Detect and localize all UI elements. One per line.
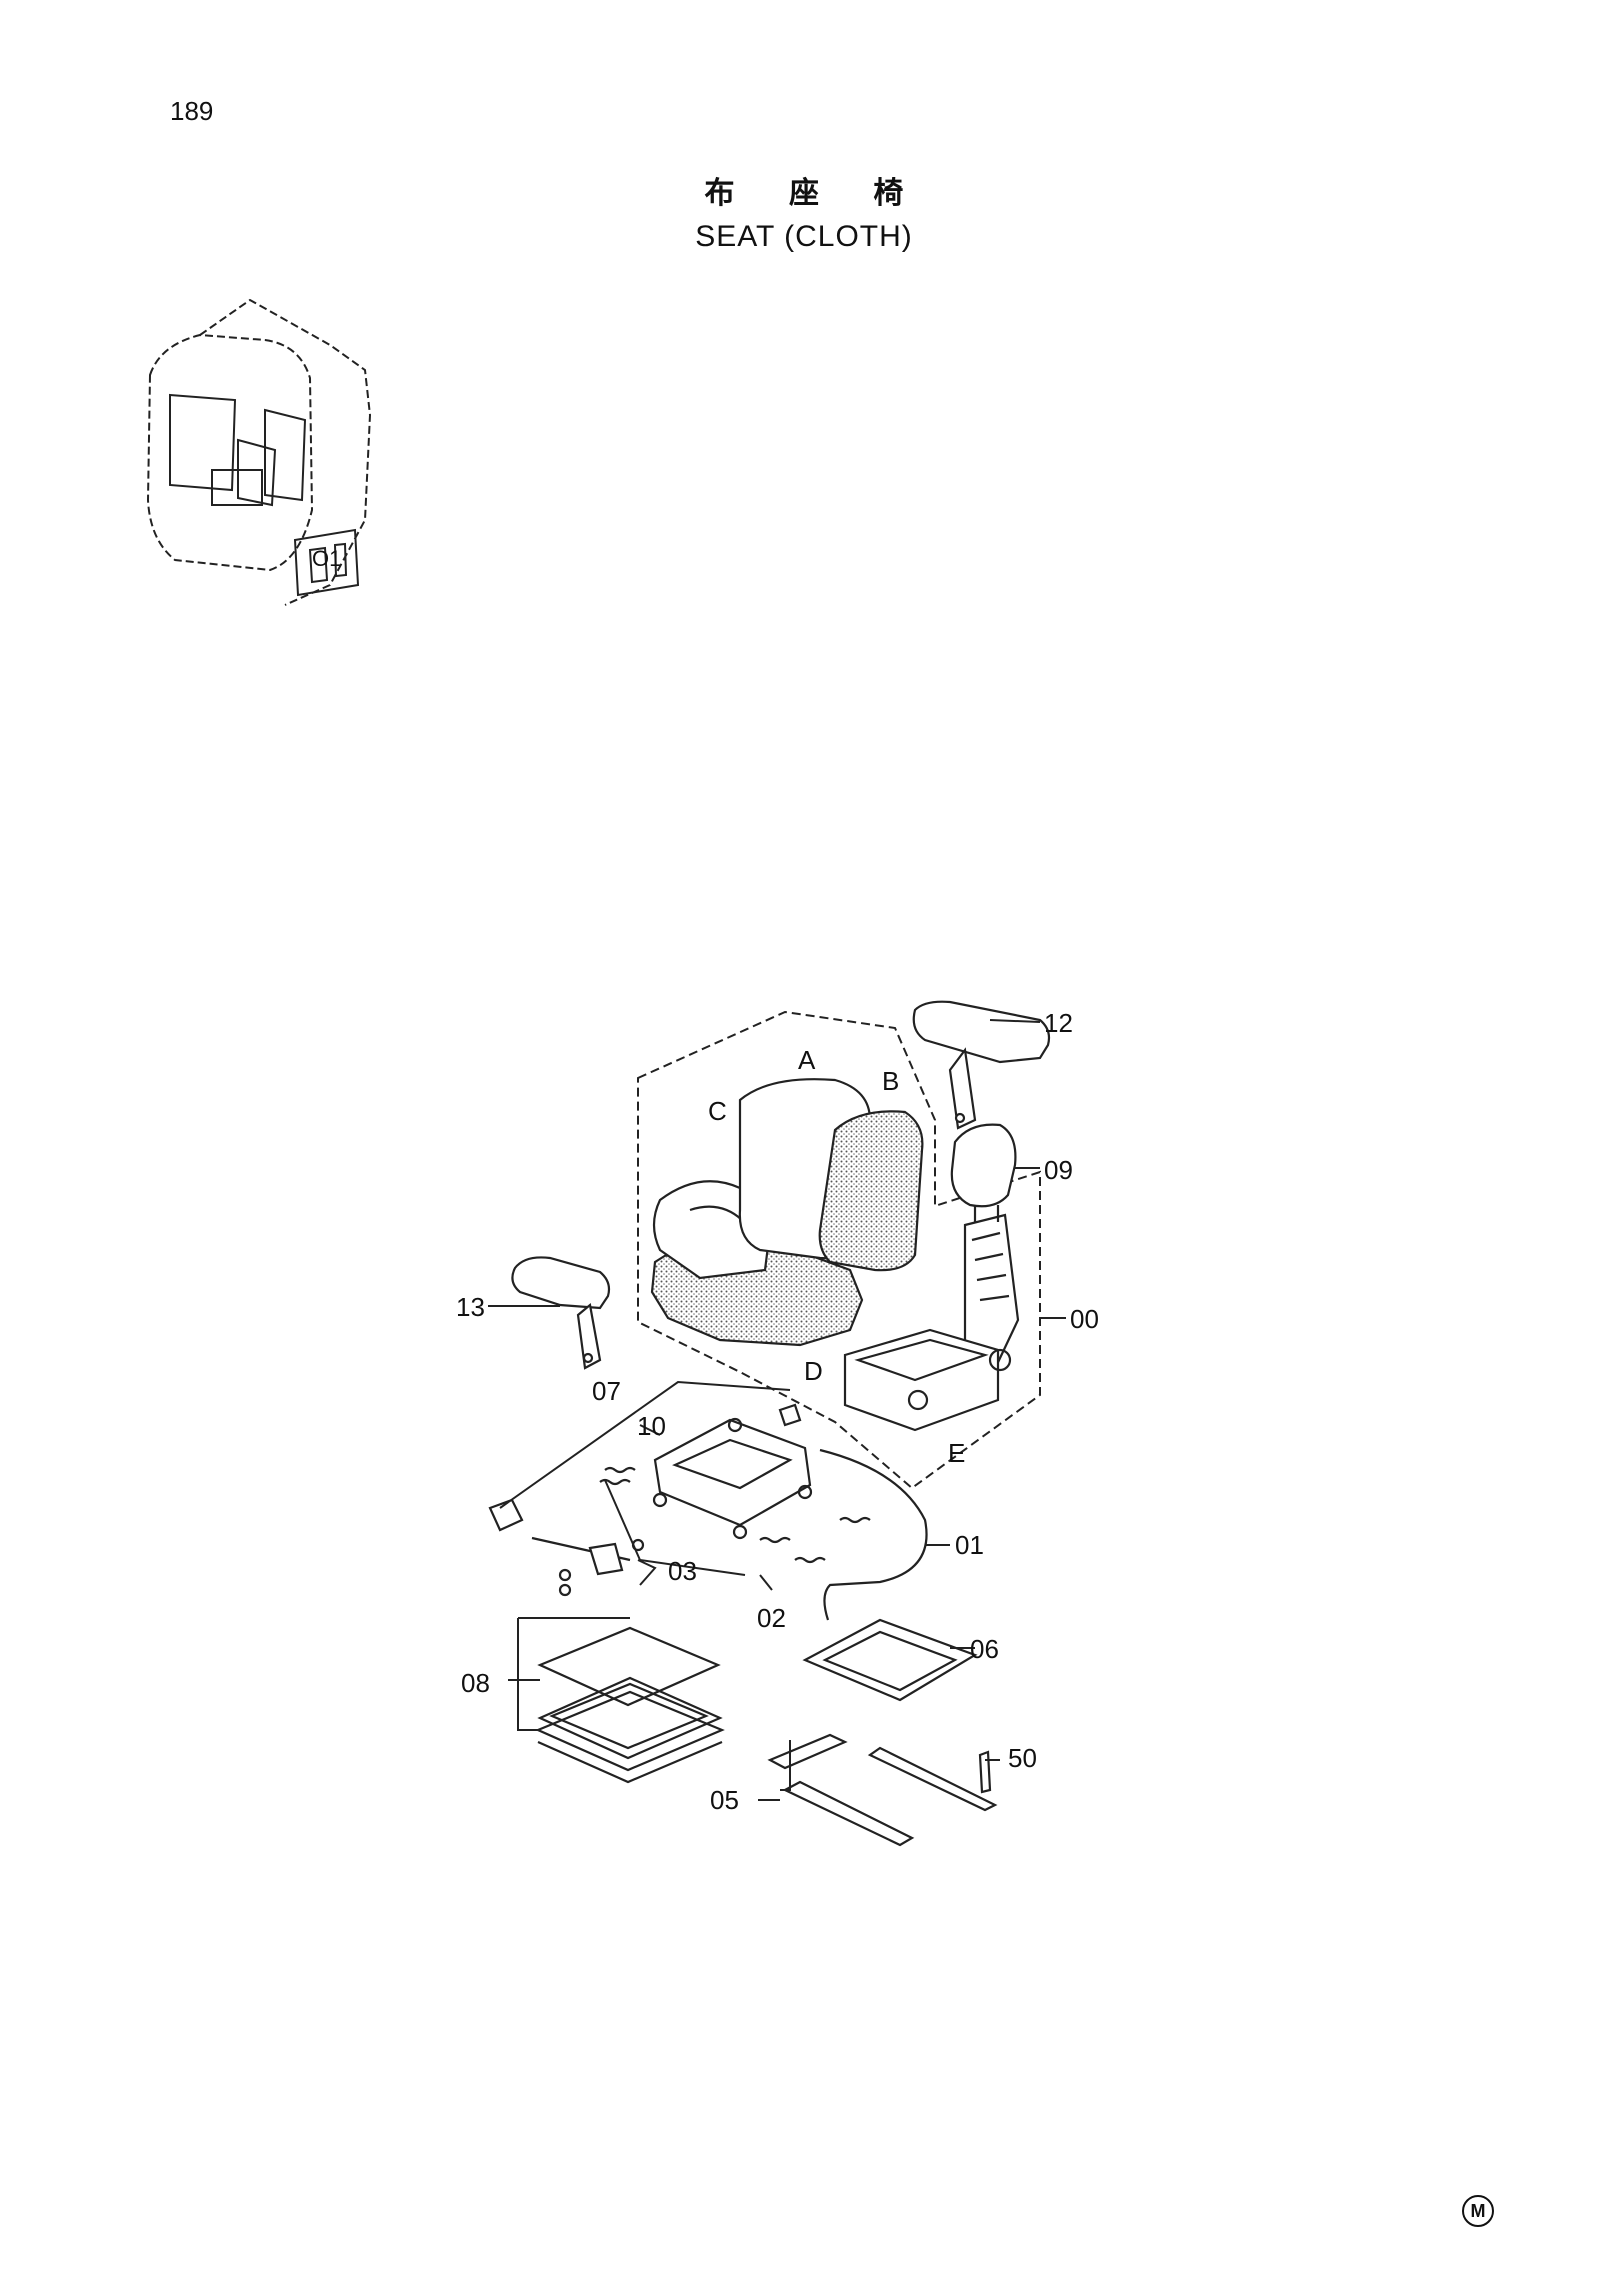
cab-label: O1: [312, 546, 342, 571]
lever-bracket: [488, 1498, 645, 1597]
base-frames: [535, 1626, 725, 1784]
callout-03: 03: [668, 1556, 697, 1586]
callout-00: 00: [1070, 1304, 1099, 1334]
armrest-left: [511, 1256, 611, 1370]
cab-thumbnail: [146, 298, 372, 606]
page-number: 189: [170, 96, 214, 126]
callout-12: 12: [1044, 1008, 1073, 1038]
armrest-right: [912, 1000, 1051, 1130]
callout-05: 05: [710, 1785, 739, 1815]
callout-B: B: [882, 1066, 900, 1096]
callout-C: C: [708, 1096, 727, 1126]
seat-frame: [843, 1213, 1020, 1432]
slide-plate: [802, 1618, 978, 1702]
m-mark: M: [1462, 2195, 1494, 2227]
callout-02: 02: [757, 1603, 786, 1633]
slide-rails: [767, 1733, 998, 1847]
callout-13: 13: [456, 1292, 485, 1322]
title-block: 布 座 椅 SEAT (CLOTH): [0, 168, 1608, 254]
callout-06: 06: [970, 1634, 999, 1664]
dashed-group-boundaries: [637, 1010, 1041, 1490]
callout-E: E: [948, 1438, 966, 1468]
release-cable: [819, 1448, 928, 1621]
callout-D: D: [804, 1356, 823, 1386]
callout-07: 07: [592, 1376, 621, 1406]
page-title: SEAT (CLOTH): [695, 220, 913, 253]
callout-50: 50: [1008, 1743, 1037, 1773]
leader-lines: [488, 1019, 1066, 1801]
page-title-cjk: 布 座 椅: [704, 176, 926, 211]
seat-cushions: [650, 1078, 924, 1347]
callout-01: 01: [955, 1530, 984, 1560]
headrest: [950, 1123, 1017, 1222]
callout-A: A: [798, 1045, 816, 1075]
callout-10: 10: [637, 1411, 666, 1441]
callout-09: 09: [1044, 1155, 1073, 1185]
callout-08: 08: [461, 1668, 490, 1698]
